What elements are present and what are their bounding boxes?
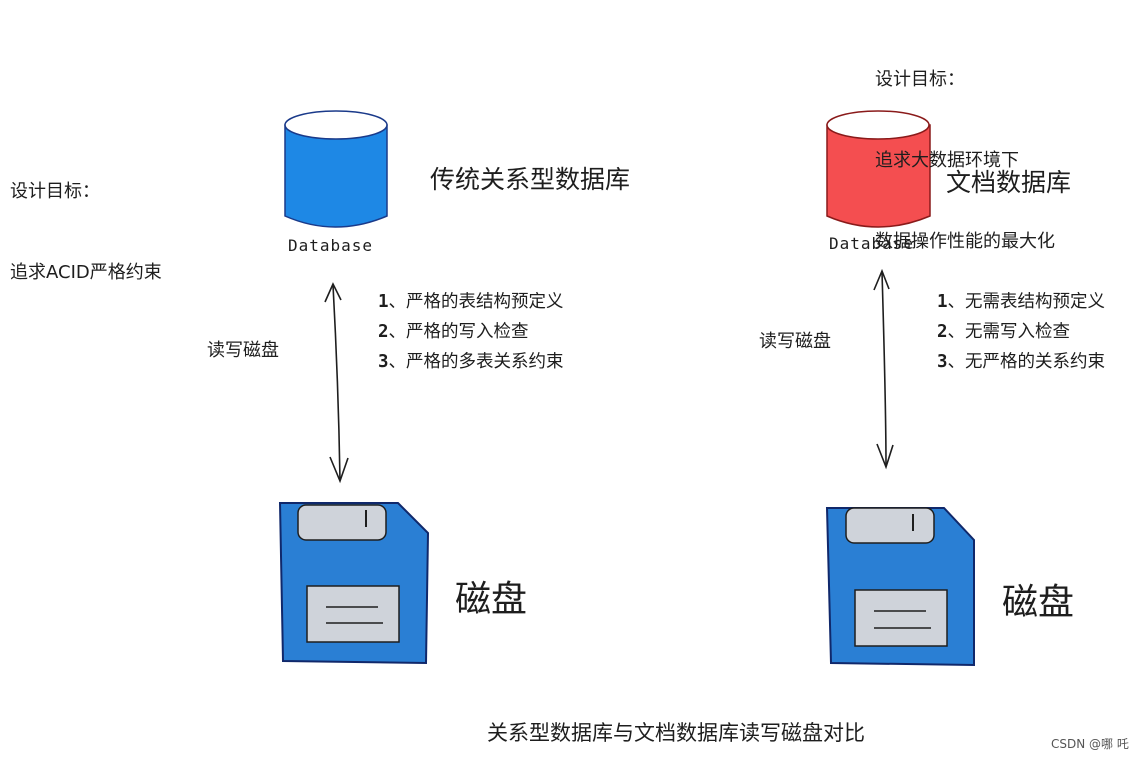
item-number: 2 xyxy=(378,322,389,342)
right-goal-line: 追求大数据环境下 xyxy=(875,150,1019,171)
right-goal-line: 设计目标： xyxy=(875,69,965,90)
left-design-goal: 设计目标： 追求ACID严格约束 xyxy=(10,124,162,313)
left-db-title: 传统关系型数据库 xyxy=(430,165,631,194)
watermark: CSDN @哪 吒 xyxy=(1051,737,1129,751)
right-read-write-arrow xyxy=(873,268,894,470)
right-feature-list: 1、无需表结构预定义 2、无需写入检查 3、无严格的关系约束 xyxy=(937,287,1105,377)
left-database-icon xyxy=(284,110,388,228)
item-text: 、严格的多表关系约束 xyxy=(388,352,564,372)
item-number: 3 xyxy=(937,352,948,372)
right-design-goal: 设计目标： 追求大数据环境下 数据操作性能的最大化 xyxy=(875,12,1055,282)
item-number: 2 xyxy=(937,322,948,342)
list-item: 1、无需表结构预定义 xyxy=(937,287,1105,317)
left-goal-line: 设计目标： xyxy=(10,181,100,202)
item-number: 1 xyxy=(378,292,389,312)
item-text: 、严格的写入检查 xyxy=(388,322,529,342)
item-text: 、无需表结构预定义 xyxy=(947,292,1106,312)
right-disk-label: 磁盘 xyxy=(1002,582,1075,623)
left-rw-label: 读写磁盘 xyxy=(207,340,279,361)
item-text: 、严格的表结构预定义 xyxy=(388,292,564,312)
left-read-write-arrow xyxy=(324,282,349,484)
right-db-label: Database xyxy=(829,234,915,253)
list-item: 2、严格的写入检查 xyxy=(378,317,564,347)
left-db-label: Database xyxy=(288,236,374,255)
item-number: 1 xyxy=(937,292,948,312)
list-item: 1、严格的表结构预定义 xyxy=(378,287,564,317)
list-item: 3、严格的多表关系约束 xyxy=(378,347,564,377)
right-db-title: 文档数据库 xyxy=(946,168,1072,197)
list-item: 2、无需写入检查 xyxy=(937,317,1105,347)
item-text: 、无严格的关系约束 xyxy=(947,352,1106,372)
right-rw-label: 读写磁盘 xyxy=(759,331,831,352)
list-item: 3、无严格的关系约束 xyxy=(937,347,1105,377)
left-disk-label: 磁盘 xyxy=(455,579,528,620)
diagram-caption: 关系型数据库与文档数据库读写磁盘对比 xyxy=(487,721,865,745)
right-goal-line: 数据操作性能的最大化 xyxy=(875,231,1055,252)
item-text: 、无需写入检查 xyxy=(947,322,1071,342)
left-disk-icon xyxy=(278,502,430,665)
item-number: 3 xyxy=(378,352,389,372)
left-goal-line: 追求ACID严格约束 xyxy=(10,262,162,283)
right-disk-icon xyxy=(825,507,975,667)
left-feature-list: 1、严格的表结构预定义 2、严格的写入检查 3、严格的多表关系约束 xyxy=(378,287,564,377)
right-database-icon xyxy=(826,110,931,228)
